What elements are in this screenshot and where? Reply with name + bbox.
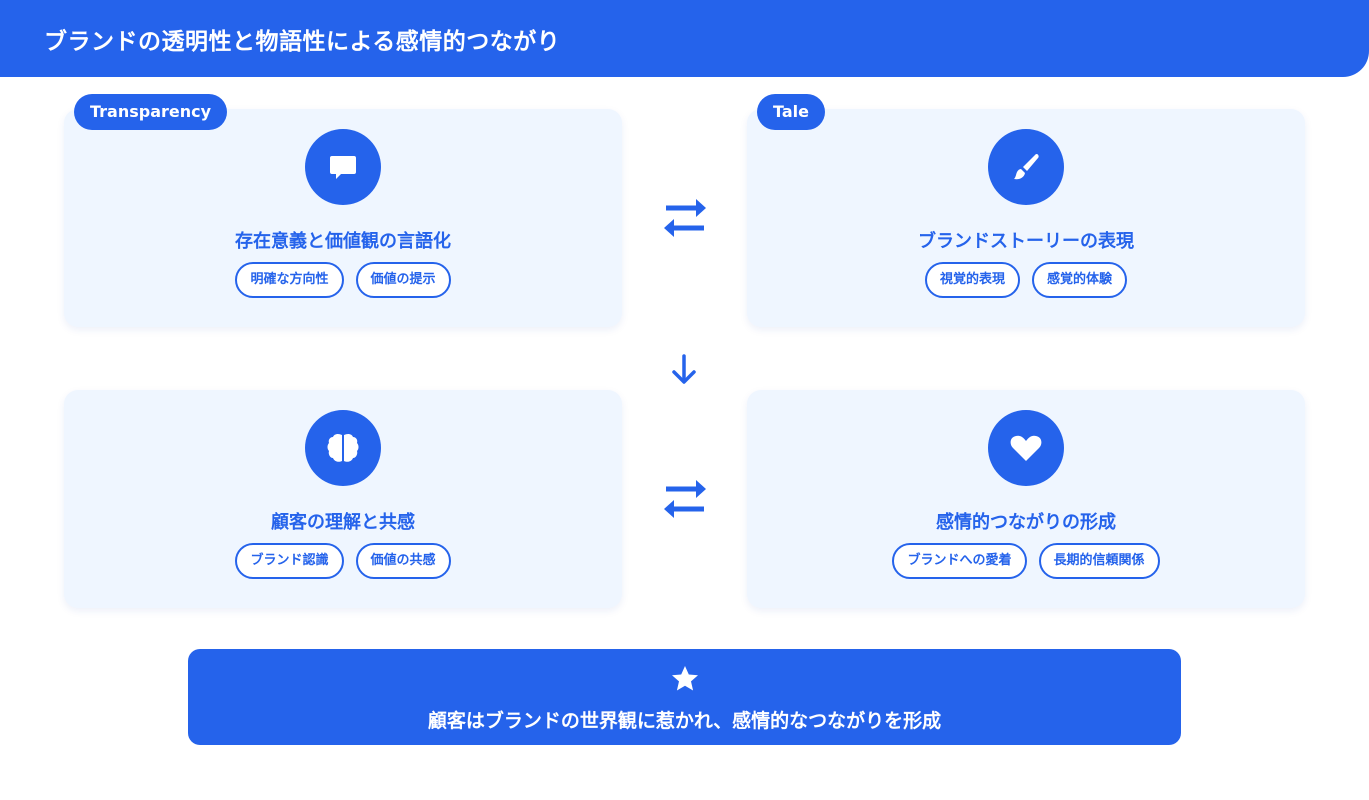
card-transparency: Transparency 存在意義と価値観の言語化 明確な方向性 価値の提示: [64, 94, 622, 327]
card-title: 顧客の理解と共感: [271, 512, 415, 533]
pill: 感覚的体験: [1032, 262, 1128, 298]
page-title: ブランドの透明性と物語性による感情的つながり: [44, 29, 561, 55]
card-tale: Tale ブランドストーリーの表現 視覚的表現 感覚的体験: [747, 94, 1305, 327]
speech-bubble-icon: [305, 129, 381, 205]
card-tag-transparency: Transparency: [74, 94, 228, 130]
swap-arrows-icon: [664, 480, 706, 518]
header-bar: ブランドの透明性と物語性による感情的つながり: [0, 0, 1369, 77]
star-icon: [672, 666, 698, 691]
card-tag-tale: Tale: [757, 94, 825, 130]
pill-row: 明確な方向性 価値の提示: [64, 262, 622, 298]
heart-icon: [988, 410, 1064, 486]
pill-row: 視覚的表現 感覚的体験: [747, 262, 1305, 298]
card-title: ブランドストーリーの表現: [918, 231, 1134, 252]
pill: 視覚的表現: [924, 262, 1020, 298]
conclusion-text: 顧客はブランドの世界観に惹かれ、感情的なつながりを形成: [427, 710, 942, 732]
pill: 明確な方向性: [235, 262, 344, 298]
pill-row: ブランド認識 価値の共感: [64, 543, 622, 579]
card-title: 感情的つながりの形成: [936, 512, 1116, 533]
conclusion-banner: 顧客はブランドの世界観に惹かれ、感情的なつながりを形成: [188, 649, 1181, 745]
pill: 価値の提示: [355, 262, 451, 298]
arrow-down-icon: [672, 354, 696, 384]
pill: ブランド認識: [235, 543, 344, 579]
card-emotional-connection: 感情的つながりの形成 ブランドへの愛着 長期的信頼関係: [747, 390, 1305, 608]
swap-arrows-icon: [664, 199, 706, 237]
card-title: 存在意義と価値観の言語化: [235, 231, 451, 252]
brain-icon: [305, 410, 381, 486]
pill: ブランドへの愛着: [892, 543, 1027, 579]
paintbrush-icon: [988, 129, 1064, 205]
pill: 長期的信頼関係: [1038, 543, 1160, 579]
pill: 価値の共感: [355, 543, 451, 579]
card-customer-understanding: 顧客の理解と共感 ブランド認識 価値の共感: [64, 390, 622, 608]
pill-row: ブランドへの愛着 長期的信頼関係: [747, 543, 1305, 579]
